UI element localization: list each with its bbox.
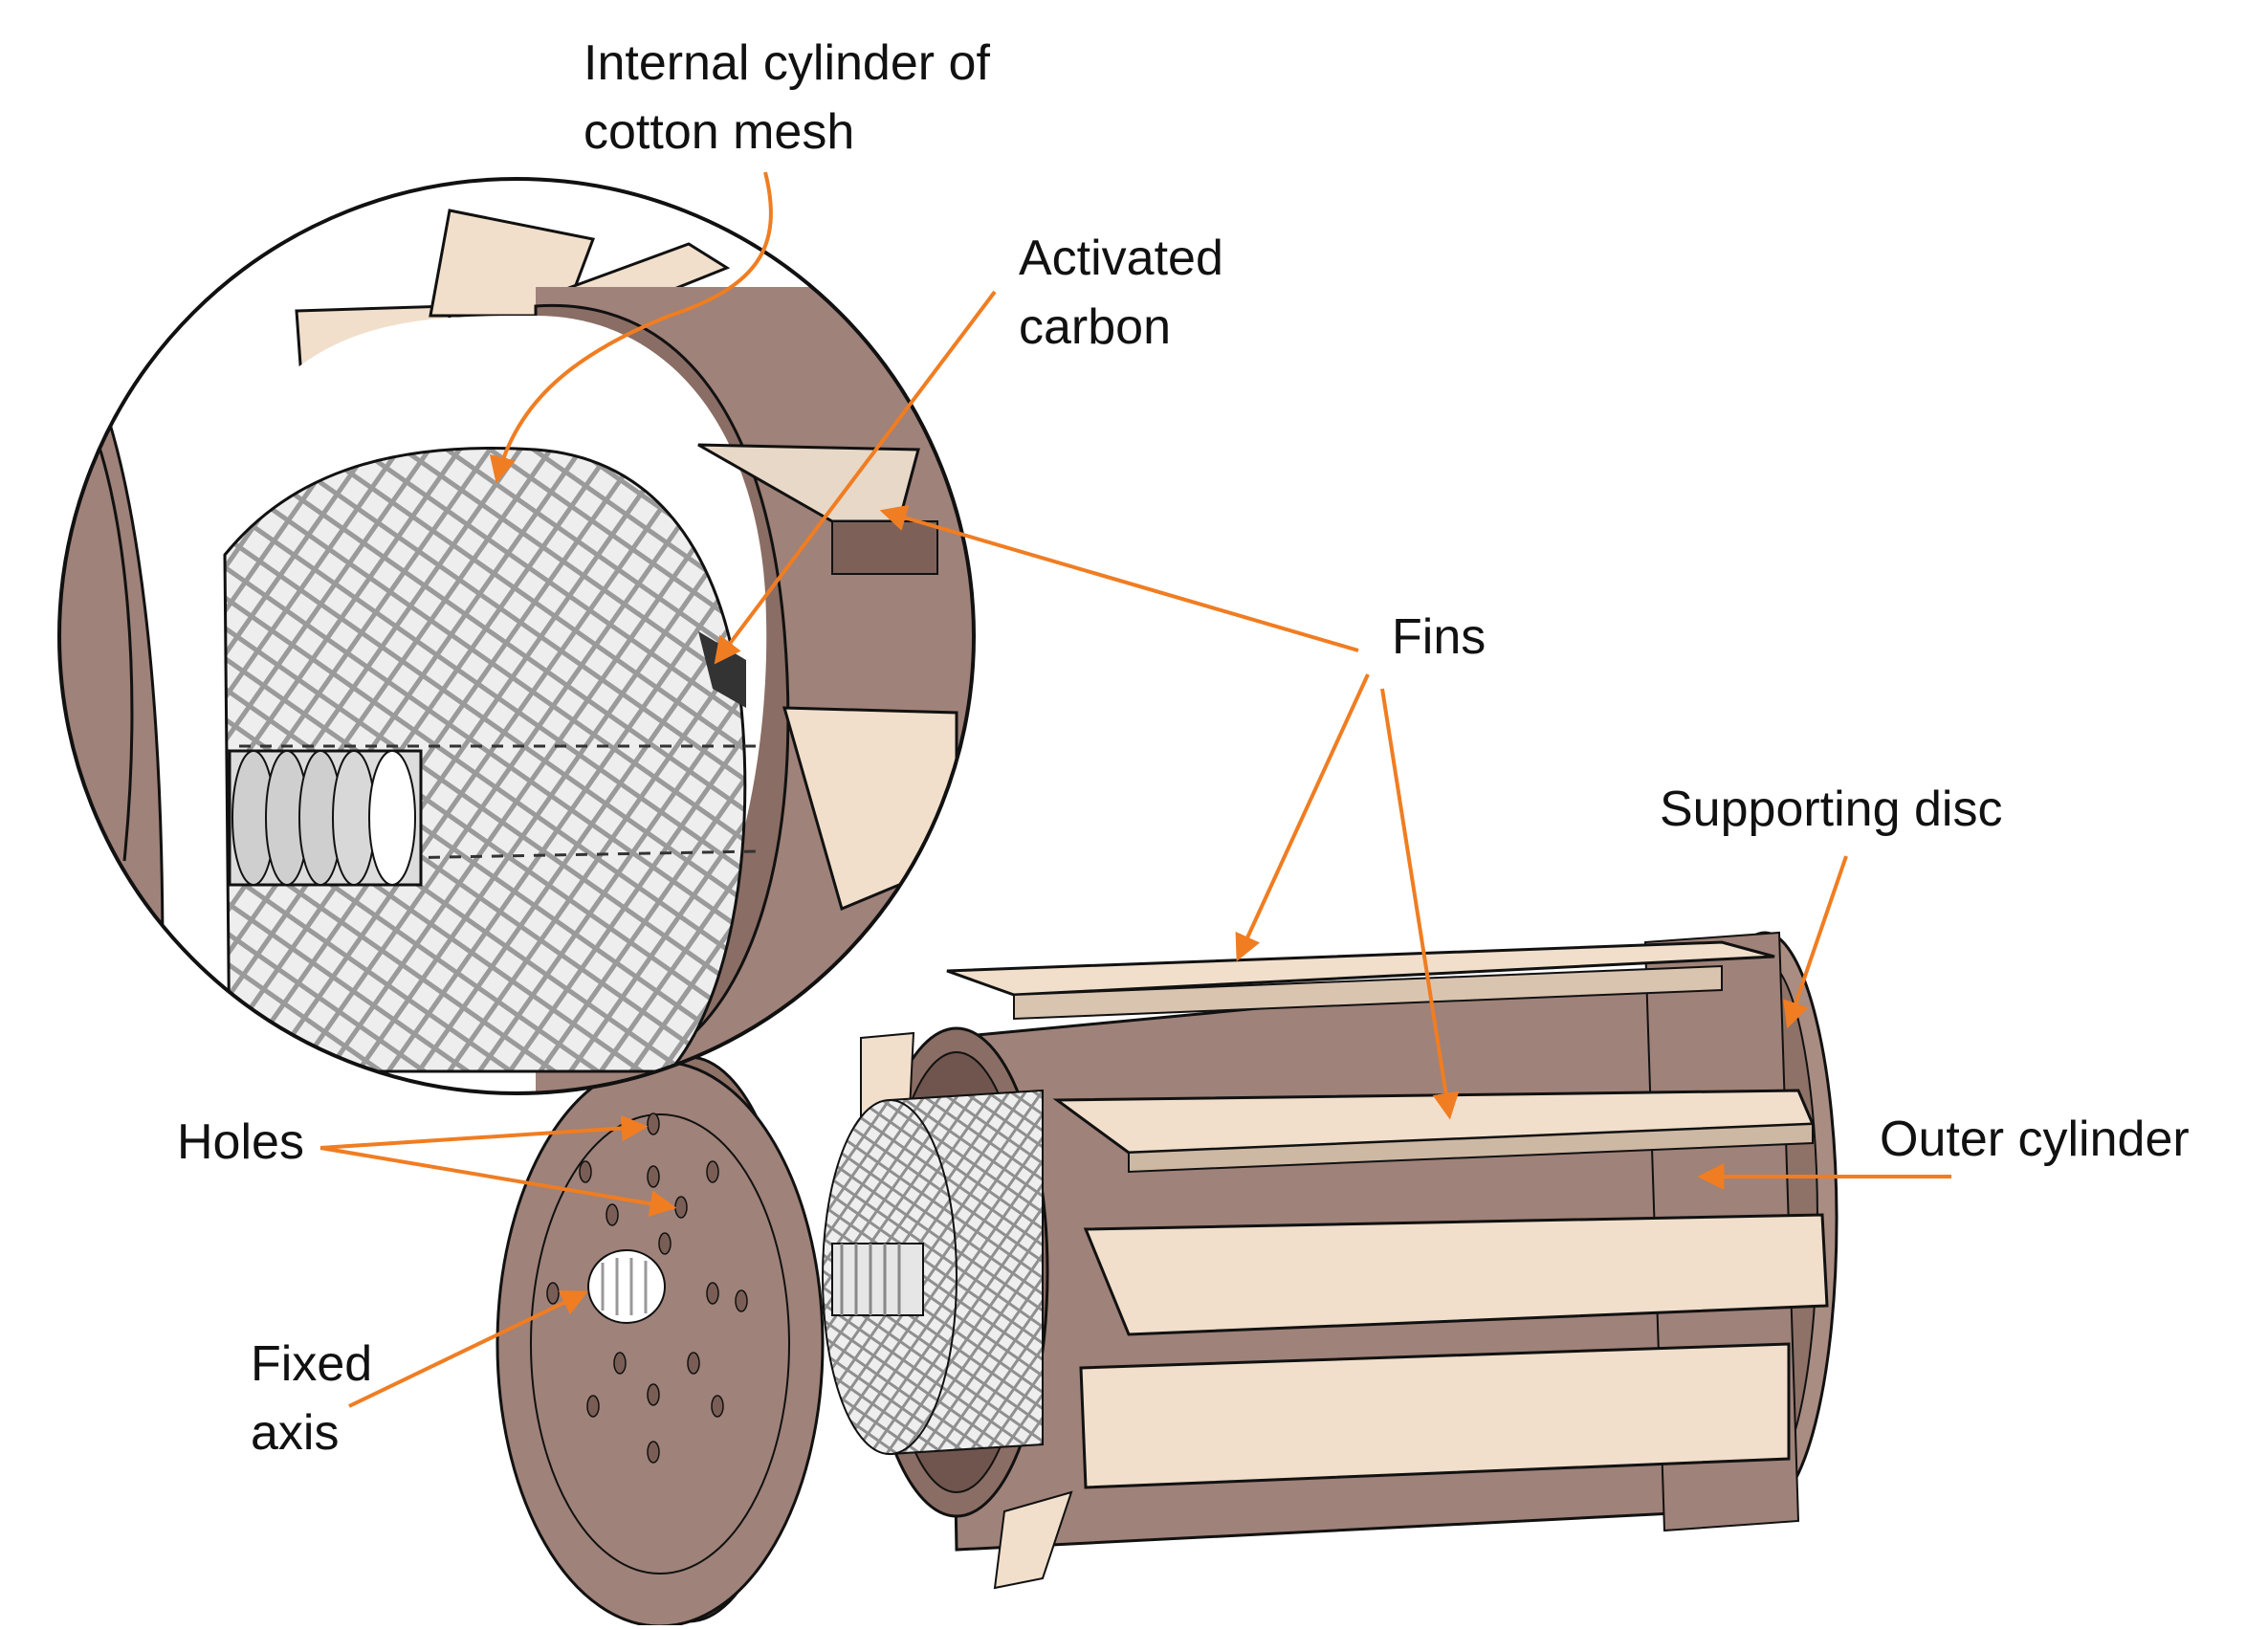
arrow-holes-1 (319, 1114, 649, 1150)
magnified-inset (57, 177, 976, 1095)
label-internal-cylinder-line1: Internal cylinder of (584, 35, 990, 91)
mesh-cylinder-inset (223, 446, 747, 1073)
label-fixed-axis: Fixed axis (251, 1330, 372, 1467)
fins-main (860, 940, 1829, 1590)
arrow-fins-middle (1380, 688, 1460, 1120)
arrow-internal-cylinder (489, 171, 773, 484)
label-holes: Holes (177, 1114, 304, 1170)
arrow-fins-top (1235, 673, 1370, 962)
label-activated-carbon: Activated carbon (1019, 224, 1223, 362)
label-activated-carbon-line2: carbon (1019, 299, 1171, 355)
label-supporting-disc: Supporting disc (1660, 782, 2003, 837)
arrow-fins-inset (879, 504, 1359, 652)
label-activated-carbon-line1: Activated (1019, 231, 1223, 286)
label-internal-cylinder-line2: cotton mesh (584, 104, 855, 160)
arrow-fixed-axis (348, 1290, 589, 1408)
axis-inset (228, 749, 423, 887)
axis-main (831, 1243, 924, 1316)
label-fixed-axis-line2: axis (251, 1405, 340, 1461)
fixed-axis (587, 1249, 666, 1324)
label-fixed-axis-line1: Fixed (251, 1336, 373, 1392)
holed-disc (495, 1055, 825, 1628)
label-fins: Fins (1392, 609, 1486, 665)
arrow-supporting-disc (1783, 855, 1848, 1029)
arrow-activated-carbon (714, 290, 997, 665)
label-outer-cylinder: Outer cylinder (1880, 1112, 2190, 1167)
arrow-holes-2 (319, 1146, 677, 1218)
label-internal-cylinder: Internal cylinder of cotton mesh (584, 29, 990, 166)
callout-lines (319, 171, 1951, 1408)
internal-mesh-cylinder-main (822, 1089, 1044, 1456)
holes (546, 1112, 748, 1464)
